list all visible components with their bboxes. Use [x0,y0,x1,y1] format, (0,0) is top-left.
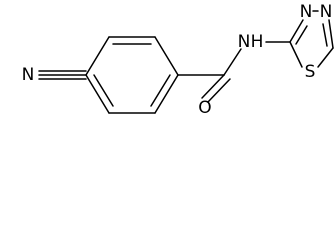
molecule-structure: N O N H N N S [22,2,334,118]
benzene-bond-1 [85,36,110,76]
thiadiazole-ring: N N S [265,2,334,82]
benzene-double-bond-c [93,74,114,107]
benzene-double-bond-b [150,74,171,107]
carbonyl-double-bond-a [201,74,225,99]
amide-hydrogen-label: H [251,32,264,52]
ring-nitrogen-left-label: N [300,2,313,22]
carbonyl-to-nh-bond [223,48,242,76]
nitrile-nitrogen-label: N [22,65,35,85]
nitrile-group: N [22,65,87,85]
carbonyl-double-bond-b [207,78,231,103]
ring-c2-to-n3-double [295,25,308,45]
amide-group: O N H [177,32,264,118]
ring-c5-to-s-bond [317,47,334,68]
amide-nitrogen-label: N [238,32,251,52]
ring-nitrogen-right-label: N [320,2,333,22]
ring-c2-to-n3-bond [289,19,304,43]
carbonyl-oxygen-label: O [198,98,211,118]
benzene-bond-3 [154,36,179,76]
benzene-bond-6 [85,74,110,114]
ring-s-to-c2-bond [289,41,303,68]
benzene-ring [85,36,179,114]
ring-sulfur-label: S [305,62,316,82]
ring-n4-to-c5-bond [328,19,334,49]
ring-n4-to-c5-double [322,23,328,47]
benzene-bond-4 [154,74,179,114]
